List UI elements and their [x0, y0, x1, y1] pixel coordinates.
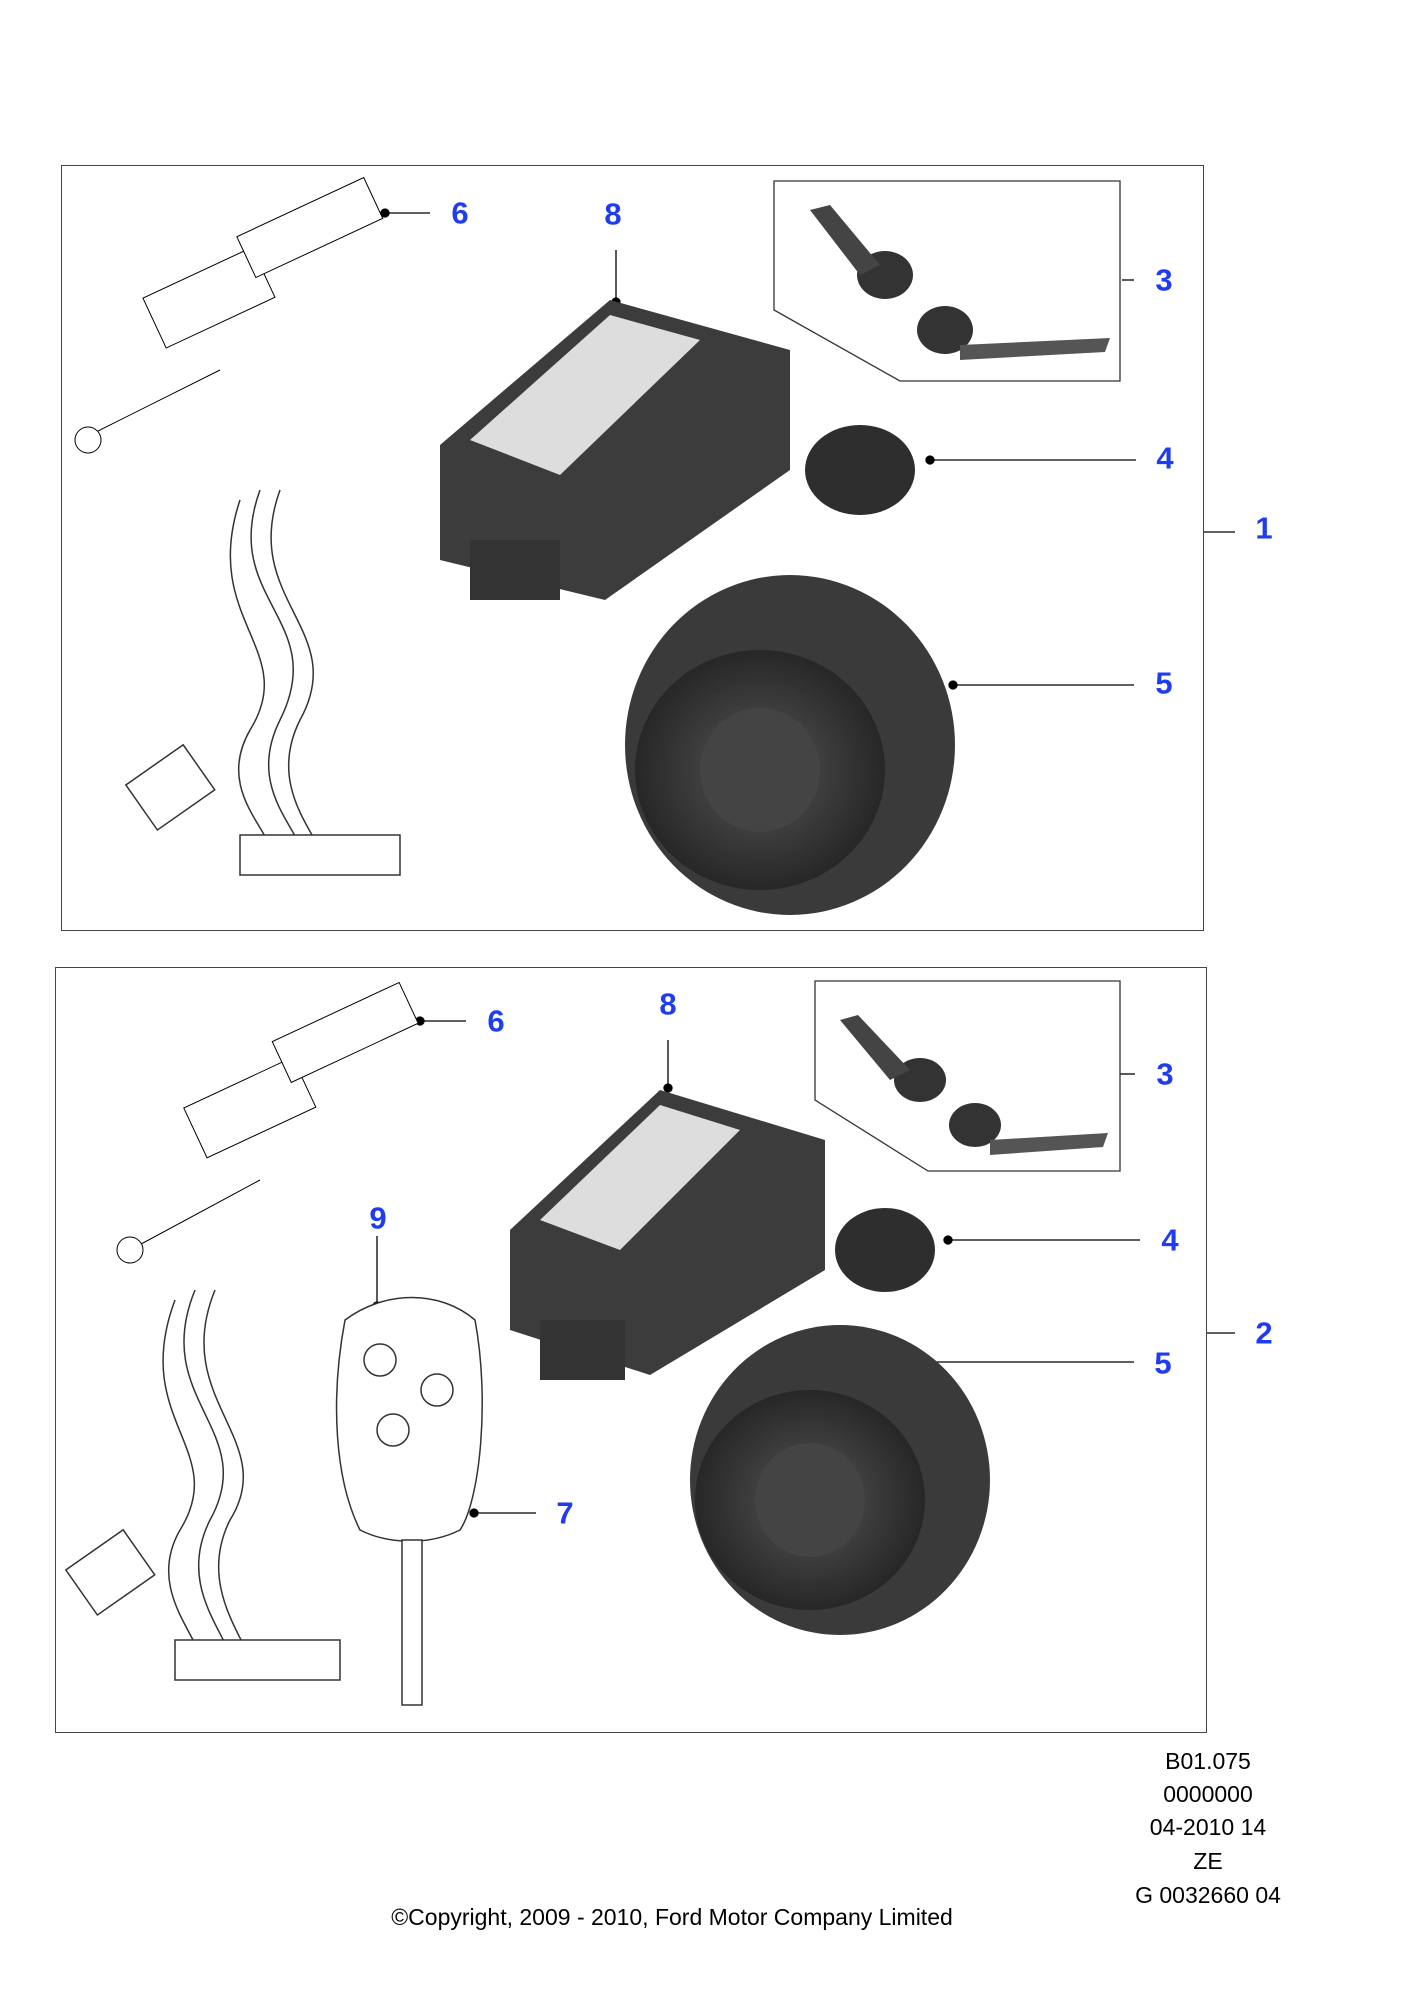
- interior-sensors-1: [810, 205, 1110, 360]
- siren-2: [690, 1325, 990, 1635]
- callout-3: 3: [1156, 1056, 1174, 1092]
- reference-date: 04-2010 14: [1149, 1814, 1267, 1840]
- reference-code: B01.075: [1165, 1748, 1251, 1774]
- siren-1: [625, 575, 955, 915]
- callout-6: 6: [451, 195, 469, 231]
- reference-number: 0000000: [1163, 1781, 1253, 1807]
- graphic-id: G 0032660 04: [1135, 1882, 1281, 1908]
- door-switch-1: [74, 176, 384, 454]
- callout-5: 5: [1155, 665, 1173, 701]
- callout-8: 8: [659, 986, 677, 1022]
- tilt-sensor-1: [805, 425, 915, 515]
- callout-8: 8: [604, 196, 622, 232]
- callout-3: 3: [1155, 262, 1173, 298]
- wiring-harness-2: [64, 1289, 341, 1681]
- group-callout-2: 2: [1255, 1315, 1273, 1351]
- wiring-harness-1: [124, 489, 401, 876]
- tilt-sensor-2: [835, 1208, 935, 1292]
- group-callout-1: 1: [1255, 510, 1273, 546]
- reference-region: ZE: [1193, 1848, 1223, 1874]
- alarm-module-2: [510, 1090, 825, 1380]
- callout-4: 4: [1156, 440, 1174, 476]
- callout-4: 4: [1161, 1222, 1179, 1258]
- callout-5: 5: [1154, 1345, 1172, 1381]
- callout-7: 7: [556, 1495, 574, 1531]
- callout-6: 6: [487, 1003, 505, 1039]
- copyright: ©Copyright, 2009 - 2010, Ford Motor Comp…: [391, 1904, 953, 1930]
- panel-2-frame: [55, 967, 1207, 1733]
- door-switch-2: [116, 981, 419, 1264]
- remote-key: [335, 1296, 483, 1706]
- panel-1-frame: [61, 165, 1204, 931]
- alarm-module-1: [440, 300, 790, 600]
- callout-9: 9: [369, 1200, 387, 1236]
- interior-sensors-2: [840, 1015, 1108, 1155]
